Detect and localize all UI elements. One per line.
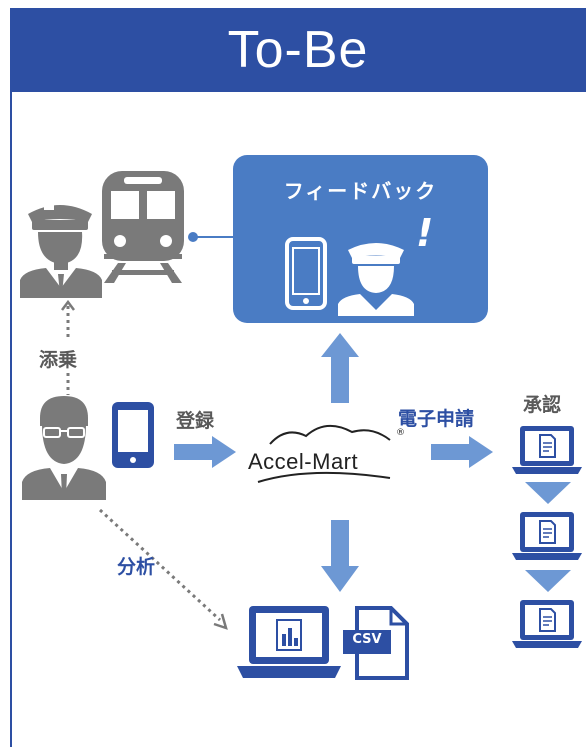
label-toroku: 登録 [176,410,215,432]
smartphone-icon [285,237,327,310]
registered-mark: ® [396,428,405,438]
accel-mart-logo-text: Accel-Mart [248,449,359,474]
arrow-to-analysis [321,520,359,592]
arrow-to-approval [431,436,493,468]
csv-file-icon [343,606,409,680]
dotted-arrow-up [61,300,75,340]
exclamation-mark: ! [416,211,434,255]
dotted-arrow-analysis [98,508,228,630]
arrow-down-1 [525,482,571,504]
csv-label: CSV [352,632,382,647]
train-icon [102,171,184,283]
page-title: To-Be [227,21,369,79]
analysis-laptop-icon [237,606,341,678]
header-banner: To-Be [10,8,586,92]
arrow-to-accelmart [174,436,236,468]
feedback-box: フィードバック ! [233,155,488,323]
feedback-title: フィードバック [283,179,438,203]
conductor-icon [20,204,102,298]
label-tenjo: 添乗 [39,349,78,371]
conductor-feedback-icon [338,243,414,316]
dotted-line [66,373,70,395]
approval-laptop-2 [512,512,582,560]
arrow-to-feedback [321,333,359,403]
approval-laptop-1 [512,426,582,474]
label-denshi-shinsei: 電子申請 [398,408,475,430]
approval-laptop-3 [512,600,582,648]
smartphone-input-icon [112,402,154,468]
arrow-down-2 [525,570,571,592]
label-bunseki: 分析 [117,556,156,578]
accel-mart-logo [257,425,391,483]
businessman-icon [22,396,106,500]
connector-line [188,232,236,242]
label-shonin: 承認 [523,394,562,416]
